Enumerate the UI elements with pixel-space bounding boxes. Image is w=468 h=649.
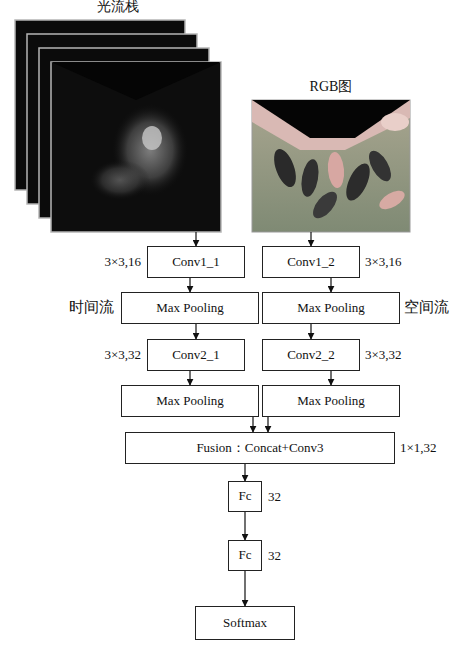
flow-arrow [244, 571, 245, 606]
fc-box: Fc [228, 481, 262, 512]
conv-box: Conv2_1 [147, 339, 245, 371]
box-label: Max Pooling [156, 394, 224, 409]
box-label: Max Pooling [156, 301, 224, 316]
box-label: Fc [239, 548, 252, 563]
flow-arrow [189, 371, 190, 385]
pooling-box: Max Pooling [121, 385, 259, 417]
fusion-box: Fusion：Concat+Conv3 [125, 432, 395, 464]
flow-arrow [189, 278, 190, 292]
box-label: Fusion：Concat+Conv3 [196, 441, 323, 456]
layer-parameter: 1×1,32 [400, 441, 437, 456]
box-label: Max Pooling [297, 301, 365, 316]
pooling-box: Max Pooling [262, 385, 400, 417]
image-heading: 光流栈 [15, 0, 221, 15]
softmax-box: Softmax [195, 606, 295, 640]
image-heading: RGB图 [252, 79, 410, 95]
flow-arrow [195, 232, 196, 246]
box-label: Softmax [223, 616, 267, 631]
box-label: Fc [239, 489, 252, 504]
image-frame: RGB图 [252, 100, 410, 232]
flow-arrow [310, 232, 311, 246]
box-label: Conv2_1 [172, 348, 220, 363]
optical-flow-stack [15, 20, 221, 232]
box-label: Conv1_1 [172, 255, 220, 270]
conv-box: Conv2_2 [262, 339, 360, 371]
layer-parameter: 3×3,16 [365, 255, 402, 270]
flow-arrow [244, 512, 245, 540]
stream-name: 空间流 [404, 299, 449, 316]
flow-arrow [252, 417, 253, 432]
layer-parameter: 3×3,32 [365, 348, 402, 363]
stream-name: 时间流 [69, 299, 114, 316]
pooling-box: Max Pooling [262, 292, 400, 324]
conv-box: Conv1_1 [147, 246, 245, 278]
rgb-frame [252, 100, 410, 232]
box-label: Max Pooling [297, 394, 365, 409]
box-label: Conv2_2 [287, 348, 335, 363]
layer-parameter: 3×3,16 [104, 255, 141, 270]
layer-parameter: 3×3,32 [104, 348, 141, 363]
fc-box: Fc [228, 540, 262, 571]
conv-box: Conv1_2 [262, 246, 360, 278]
layer-parameter: 32 [268, 549, 281, 564]
pooling-box: Max Pooling [121, 292, 259, 324]
flow-arrow [310, 324, 311, 339]
flow-arrow [244, 464, 245, 481]
flow-arrow [267, 417, 268, 432]
image-stack: 光流栈 [15, 20, 221, 232]
flow-arrow [330, 371, 331, 385]
box-label: Conv1_2 [287, 255, 335, 270]
flow-arrow [330, 278, 331, 292]
flow-arrow [195, 324, 196, 339]
layer-parameter: 32 [268, 490, 281, 505]
